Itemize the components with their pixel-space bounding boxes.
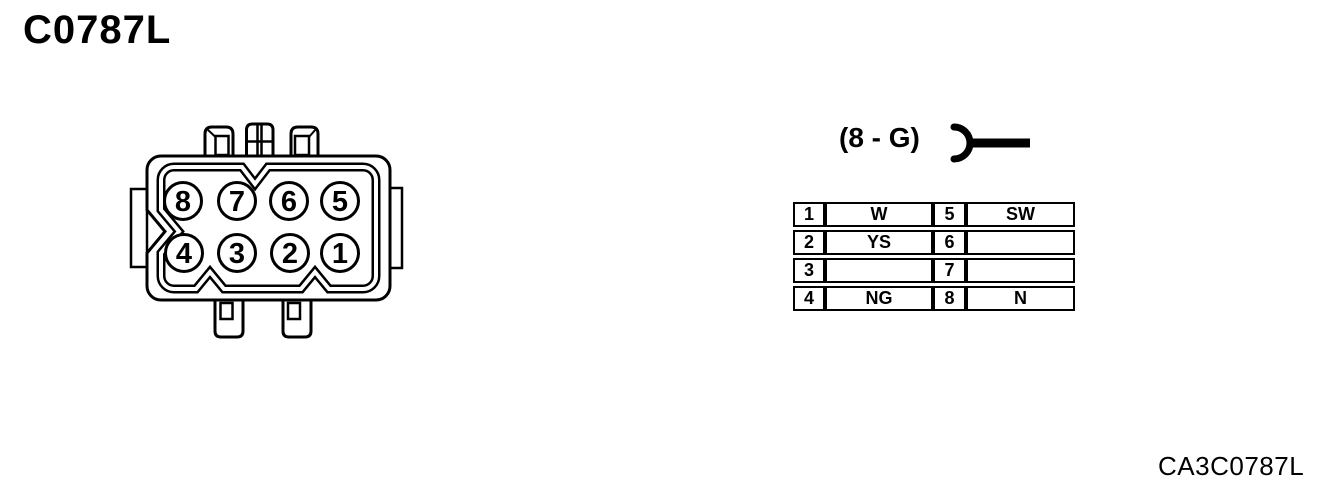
- page-title: C0787L: [23, 8, 172, 52]
- pin-number: 3: [229, 238, 245, 270]
- pin-number-cell: 3: [793, 258, 825, 283]
- pin-number: 4: [176, 238, 192, 270]
- top-tab-right-bevel: [308, 128, 317, 138]
- pin-number: 6: [281, 186, 297, 218]
- wire-color-cell: N: [966, 286, 1075, 311]
- terminal-gauge-label: (8 - G): [839, 122, 920, 153]
- top-tab-middle-detail: [246, 124, 273, 158]
- pin-number-cell: 8: [933, 286, 966, 311]
- wire-color-cell: [966, 230, 1075, 255]
- pin-number-cell: 7: [933, 258, 966, 283]
- female-terminal-icon: [950, 123, 1030, 163]
- connector-face-outline-inner: [159, 165, 378, 291]
- wire-color-cell: W: [825, 202, 933, 227]
- figure-code: CA3C0787L: [1158, 451, 1305, 481]
- pin-number: 8: [175, 186, 191, 218]
- pin-circle: [320, 181, 360, 221]
- top-tab-left-bevel: [206, 128, 217, 138]
- pin-circle: [269, 181, 309, 221]
- pin-number: 2: [282, 238, 298, 270]
- pin-circle: [320, 233, 360, 273]
- wire-color-cell: YS: [825, 230, 933, 255]
- connector-body-outline: [145, 154, 392, 302]
- pin-number-cell: 6: [933, 230, 966, 255]
- pin-circle: [217, 181, 257, 221]
- wire-color-cell: [966, 258, 1075, 283]
- pin-number-cell: 4: [793, 286, 825, 311]
- wire-color-cell: [825, 258, 933, 283]
- connector-left-side-tab: [129, 187, 149, 269]
- pin-circle: [163, 181, 203, 221]
- pin-grid: 8 7 6 5 4 3 2 1: [163, 181, 360, 273]
- pin-circle: [217, 233, 257, 273]
- pin-number-cell: 1: [793, 202, 825, 227]
- pin-number: 1: [332, 238, 348, 270]
- bottom-tab-left-slot: [219, 301, 234, 321]
- pin-circle: [164, 233, 204, 273]
- pin-circle: [270, 233, 310, 273]
- pin-number: 7: [229, 186, 245, 218]
- pin-number-cell: 5: [933, 202, 966, 227]
- connector-top-tabs: [203, 122, 320, 160]
- pin-number: 5: [332, 186, 348, 218]
- connector-bottom-tabs: [213, 298, 313, 339]
- pin-number-cell: 2: [793, 230, 825, 255]
- wire-color-cell: NG: [825, 286, 933, 311]
- bottom-tab-right-slot: [286, 301, 302, 321]
- wire-color-cell: SW: [966, 202, 1075, 227]
